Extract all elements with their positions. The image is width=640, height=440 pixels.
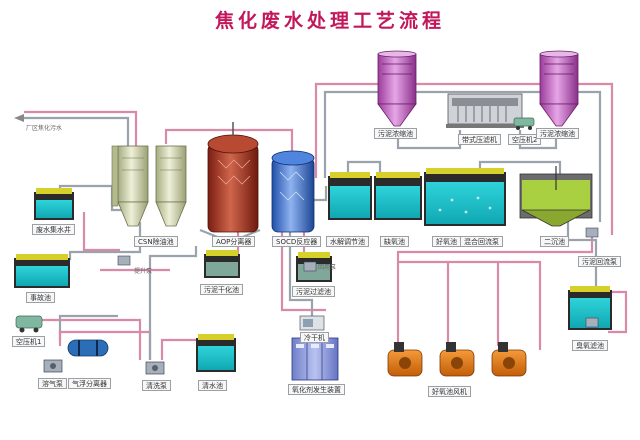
- label-cooler: 冷干机: [300, 332, 329, 343]
- label-waste-oil-pool: 废水集水井: [32, 224, 75, 235]
- pipe-sludge-return: [396, 236, 594, 346]
- pipe-top-gray: [323, 90, 602, 222]
- label-sludge-filter-pool: 污泥过滤池: [292, 286, 335, 297]
- pipe-accident: [68, 222, 142, 260]
- pipe-eq-to-anoxic: [346, 160, 382, 176]
- label-blower: 好氧池风机: [428, 386, 471, 397]
- sludge-thickener-left: [377, 50, 417, 127]
- pipe-network: [24, 82, 628, 360]
- socd-reactor: [271, 150, 315, 233]
- pipe-clean-to-pool: [160, 338, 196, 360]
- label-equalization-pool: 水解调节池: [326, 236, 369, 247]
- cooling-dryer: [299, 315, 325, 331]
- sludge-filter-pool: [296, 252, 332, 282]
- label-aerobic-pool: 好氧池: [432, 236, 461, 247]
- pipe-inflow: [24, 116, 130, 148]
- label-air-compressor-1: 空压机1: [12, 336, 46, 347]
- accident-pool: [14, 254, 70, 288]
- pipe-inflow-2: [24, 110, 138, 148]
- air-compressor-1: [15, 315, 43, 333]
- sludge-thickener-right: [539, 50, 579, 127]
- pipe-top-return: [314, 82, 614, 235]
- clean-water-pump: [145, 361, 165, 375]
- pipe-left-pink: [82, 212, 120, 252]
- pipe-cooler: [288, 232, 314, 318]
- note-pump-1: 提升泵: [134, 268, 153, 275]
- label-aeration-pump: 溶气泵: [38, 378, 67, 389]
- inflow-arrow-icon: [14, 114, 24, 122]
- pipe-final-right: [608, 290, 628, 334]
- label-aop-reactor: AOP分离器: [212, 236, 256, 247]
- label-clean-pool: 清水池: [198, 380, 227, 391]
- air-compressor-2: [513, 117, 535, 130]
- pipe-air-main: [398, 260, 542, 350]
- anoxic-pool: [374, 172, 422, 220]
- pipe-to-secondary: [478, 160, 562, 176]
- label-clean-pump: 清洗泵: [142, 380, 171, 391]
- label-mixing-pool: 混合回流泵: [460, 236, 503, 247]
- label-air-compressor-2: 空压机2: [508, 134, 542, 145]
- diagram-title: 焦化废水处理工艺流程: [214, 10, 445, 32]
- pipe-socd-tank: [310, 186, 328, 202]
- label-sludge-thickener-2: 污泥浓缩池: [536, 128, 579, 139]
- label-filter-press: 带式压滤机: [458, 134, 501, 145]
- label-anoxic-pool: 缺氧池: [380, 236, 409, 247]
- aerobic-blowers: [387, 342, 527, 377]
- aerobic-pool: [424, 168, 506, 226]
- csn-towers: [111, 145, 187, 227]
- label-sludge-dry-pool: 污泥干化池: [200, 284, 243, 295]
- equalization-pool: [328, 172, 372, 220]
- dissolved-air-pump: [43, 359, 63, 373]
- ozone-generator: [291, 337, 339, 381]
- belt-filter-press: [446, 93, 524, 128]
- pipe-clean-loop: [148, 246, 198, 360]
- label-ozone-generator: 氧化剂发生装置: [288, 384, 345, 395]
- label-secondary-clarifier: 二沉池: [540, 236, 569, 247]
- label-sludge-thickener-1: 污泥浓缩池: [374, 128, 417, 139]
- aop-reactor: [207, 122, 259, 233]
- label-air-flotation: 气浮分离器: [68, 378, 111, 389]
- label-sludge-return-pump: 污泥回流泵: [578, 256, 621, 267]
- ozone-filter-pool: [568, 286, 612, 330]
- label-socd-reactor: SOCD反应器: [272, 236, 322, 247]
- clean-water-pool: [196, 334, 236, 372]
- label-csn-tower: CSN除油池: [134, 236, 178, 247]
- secondary-clarifier: [519, 166, 593, 227]
- label-accident-pool: 事故池: [26, 292, 55, 303]
- sludge-dry-pool: [204, 250, 240, 278]
- inflow-note: 厂区焦化污水: [26, 125, 63, 132]
- waste-water-collection-well: [34, 188, 74, 220]
- air-flotation-separator: [67, 339, 109, 357]
- small-pumps: [117, 227, 599, 328]
- label-final-filter-pool: 臭氧滤池: [572, 340, 608, 351]
- pipe-air-comp1: [40, 318, 142, 360]
- note-pump-2: 回用泵: [318, 264, 337, 271]
- pipe-sludge-top: [164, 128, 294, 154]
